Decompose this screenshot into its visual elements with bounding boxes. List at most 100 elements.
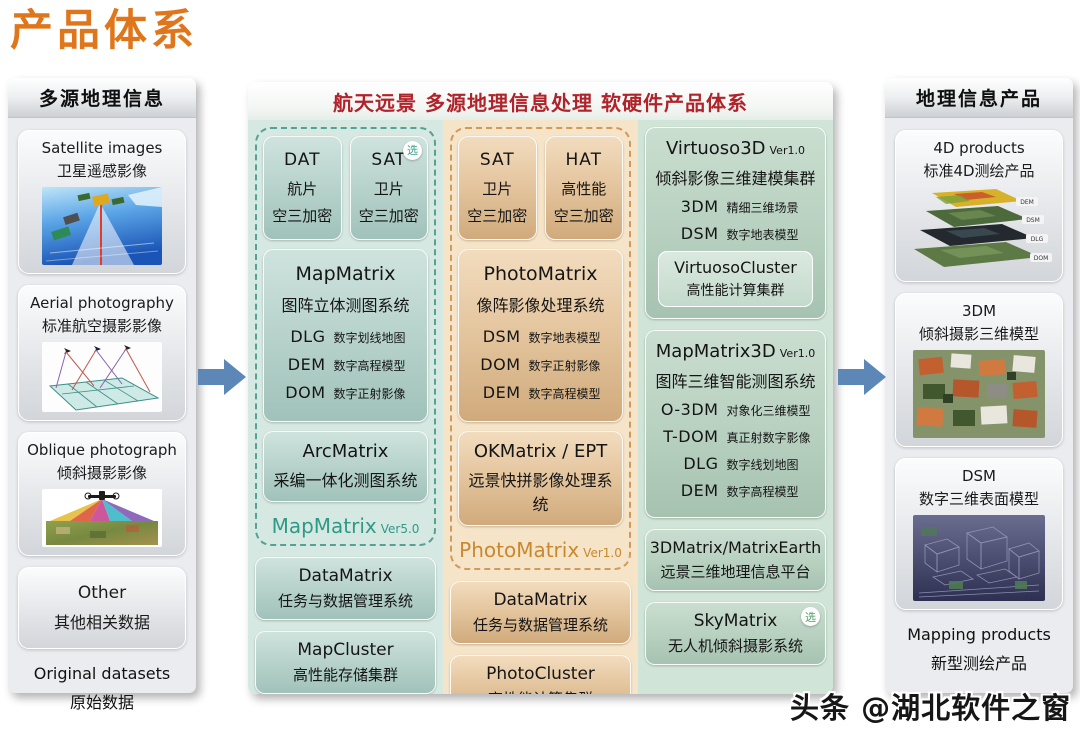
product-subtitle: 图阵三维智能测图系统: [655, 372, 816, 391]
aerial-diagram-image: [42, 342, 162, 412]
product-title: PhotoMatrix: [483, 262, 598, 285]
satellite-image: [42, 187, 162, 265]
watermark: 头条 @湖北软件之窗: [790, 691, 1072, 725]
photocluster-box: PhotoCluster 高性能计算集群: [450, 654, 631, 694]
aerial-photography-card: Aerial photography 标准航空摄影影像: [18, 285, 186, 421]
product-subtitle: 任务与数据管理系统: [277, 591, 413, 610]
photomatrix-column: SAT 卫片 空三加密 HAT 高性能 空三加密 PhotoMatrix 像阵影…: [443, 120, 638, 694]
sat2-box: SAT 卫片 空三加密: [458, 136, 537, 240]
sat-label: SAT: [371, 150, 407, 170]
left-panel-header: 多源地理信息: [8, 78, 196, 118]
dat-line3: 空三加密: [272, 206, 333, 225]
right-panel-header: 地理信息产品: [885, 78, 1073, 118]
layer-label-dem: DEM: [1020, 199, 1034, 206]
card-title-en: Oblique photograph: [27, 441, 177, 459]
dsm-wireframe-image: [913, 515, 1045, 601]
output-item: DSM 数字地表模型: [482, 326, 601, 346]
optional-badge: 选: [801, 607, 820, 626]
sat-box: 选 SAT 卫片 空三加密: [349, 136, 428, 240]
output-item: DEM 数字高程模型: [680, 481, 799, 500]
product-title: MapMatrix: [295, 262, 396, 285]
product-title: MapMatrix3D: [655, 341, 776, 362]
mapcluster-box: MapCluster 高性能存储集群: [255, 630, 436, 694]
left-panel: 多源地理信息 Satellite images 卫星遥感影像: [8, 78, 196, 712]
output-item: T-DOM 真正射数字影像: [663, 427, 811, 446]
layer-label-dsm: DSM: [1026, 217, 1040, 224]
card-title-zh: 数字三维表面模型: [918, 490, 1039, 508]
drone-image: [42, 489, 162, 547]
skymatrix-box: 选 SkyMatrix 无人机倾斜摄影系统: [645, 602, 826, 665]
layered-maps-image: DEM DSM DLG DOM: [914, 189, 1052, 267]
output-item: O-3DM 对象化三维模型: [660, 400, 811, 419]
dat-box: DAT 航片 空三加密: [263, 136, 342, 240]
layer-label-dom: DOM: [1034, 255, 1049, 262]
datamatrix-box: DataMatrix 任务与数据管理系统: [450, 580, 631, 644]
product-title: MapCluster: [297, 639, 394, 660]
product-subtitle: 远景快拼影像处理系统: [468, 470, 613, 514]
output-item: DOM 数字正射影像: [480, 354, 601, 374]
center-columns: DAT 航片 空三加密 选 SAT 卫片 空三加密 MapMatrix 图阵立体…: [248, 120, 833, 694]
product-subtitle: 图阵立体测图系统: [281, 295, 410, 315]
output-item: DOM 数字正射影像: [285, 382, 406, 402]
center-to-right-arrow-icon: [838, 356, 886, 402]
card-title-zh: 卫星遥感影像: [56, 162, 147, 180]
card-title-zh: 倾斜摄影三维模型: [918, 325, 1039, 343]
product-subtitle: 倾斜影像三维建模集群: [655, 169, 816, 188]
card-title-en: Aerial photography: [30, 294, 174, 312]
arcmatrix-box: ArcMatrix 采编一体化测图系统: [263, 430, 428, 502]
product-subtitle: 像阵影像处理系统: [476, 295, 605, 315]
footer-en: Mapping products: [907, 625, 1051, 644]
left-to-center-arrow-icon: [198, 356, 246, 402]
other-data-card: Other 其他相关数据: [18, 567, 186, 649]
product-version: Ver1.0: [779, 347, 816, 360]
product-title: ArcMatrix: [302, 440, 389, 462]
datamatrix-box: DataMatrix 任务与数据管理系统: [255, 556, 436, 620]
page-title: 产品体系: [10, 6, 198, 56]
3dm-card: 3DM 倾斜摄影三维模型: [895, 293, 1063, 447]
right-panel: 地理信息产品 4D products 标准4D测绘产品 DEM DSM DLG: [885, 78, 1073, 693]
mapmatrix-main-box: MapMatrix 图阵立体测图系统 DLG 数字划线地图 DEM 数字高程模型…: [263, 248, 428, 422]
output-item: DSM 数字地表模型: [680, 224, 799, 243]
sat-line2: 卫片: [373, 179, 404, 198]
right-panel-footer: Mapping products 新型测绘产品: [895, 621, 1063, 684]
left-panel-body: Satellite images 卫星遥感影像: [8, 118, 196, 733]
optional-badge: 选: [403, 141, 422, 160]
card-title-zh: 标准航空摄影影像: [41, 317, 162, 335]
3dmatrix-box: 3DMatrix/MatrixEarth 远景三维地理信息平台: [645, 529, 826, 591]
dsm-card: DSM 数字三维表面模型: [895, 458, 1063, 610]
output-item: DLG 数字线划地图: [683, 454, 799, 473]
output-item: DLG 数字划线地图: [290, 326, 406, 346]
mapmatrix-dashed-group: DAT 航片 空三加密 选 SAT 卫片 空三加密 MapMatrix 图阵立体…: [255, 127, 436, 546]
okmatrix-box: OKMatrix / EPT 远景快拼影像处理系统: [458, 430, 623, 526]
footer-en: Original datasets: [33, 664, 171, 683]
card-title-en: Other: [77, 583, 127, 603]
product-title: Virtuoso3D: [666, 138, 766, 159]
card-title-zh: 标准4D测绘产品: [923, 162, 1035, 180]
output-item: DEM 数字高程模型: [287, 354, 406, 374]
center-panel-header: 航天远景 多源地理信息处理 软硬件产品体系: [248, 82, 833, 120]
footer-zh: 原始数据: [69, 693, 134, 712]
dat-label: DAT: [284, 150, 321, 170]
layer-label-dlg: DLG: [1031, 236, 1044, 243]
card-title-en: 3DM: [961, 302, 997, 320]
output-item: DEM 数字高程模型: [482, 382, 601, 402]
center-panel: 航天远景 多源地理信息处理 软硬件产品体系 DAT 航片 空三加密 选 SAT …: [248, 82, 833, 694]
card-title-en: Satellite images: [41, 139, 163, 157]
photomatrix-main-box: PhotoMatrix 像阵影像处理系统 DSM 数字地表模型 DOM 数字正射…: [458, 248, 623, 422]
card-title-zh: 倾斜摄影影像: [56, 464, 147, 482]
oblique-photograph-card: Oblique photograph 倾斜摄影影像: [18, 432, 186, 556]
oblique-3d-model-image: [913, 350, 1045, 438]
product-title: DataMatrix: [298, 565, 393, 586]
mapmatrix-column: DAT 航片 空三加密 选 SAT 卫片 空三加密 MapMatrix 图阵立体…: [248, 120, 443, 694]
4d-products-card: 4D products 标准4D测绘产品 DEM DSM DLG DOM: [895, 130, 1063, 282]
product-version: Ver1.0: [769, 144, 805, 157]
product-subtitle: 高性能存储集群: [292, 665, 398, 684]
photomatrix-dashed-group: SAT 卫片 空三加密 HAT 高性能 空三加密 PhotoMatrix 像阵影…: [450, 127, 631, 570]
dat-line2: 航片: [287, 179, 318, 198]
output-item: 3DM 精细三维场景: [680, 197, 799, 216]
product-subtitle: 采编一体化测图系统: [273, 470, 418, 490]
